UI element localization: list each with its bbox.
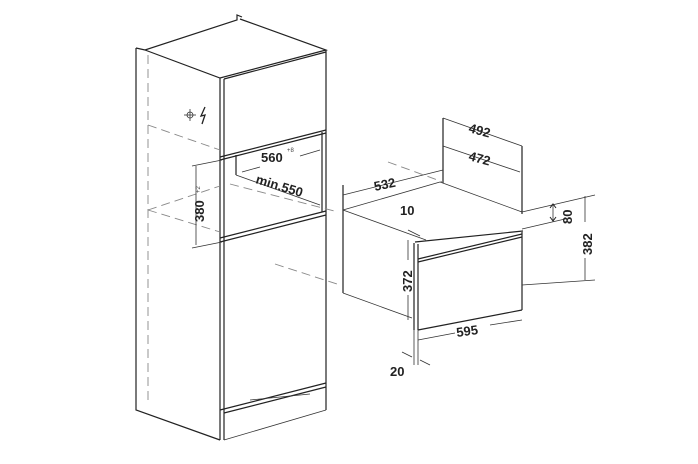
- niche-depth-label: min.550: [254, 172, 305, 201]
- niche-width-label: 560: [261, 150, 283, 165]
- height-372-label: 372: [400, 270, 415, 292]
- depth-532-label: 532: [373, 175, 397, 194]
- height-382-label: 382: [580, 233, 595, 255]
- niche-width-tolerance: +8: [287, 148, 295, 154]
- width-595-label: 595: [455, 322, 479, 340]
- height-80-label: 80: [560, 210, 575, 224]
- power-connection-icon: [184, 106, 206, 125]
- offset-10-label: 10: [400, 203, 414, 218]
- appliance: [342, 118, 524, 331]
- niche-height-tolerance: +2: [196, 185, 202, 193]
- thickness-20-label: 20: [390, 364, 404, 379]
- tall-cabinet: [135, 14, 341, 441]
- width-492-label: 492: [467, 120, 492, 140]
- width-472-label: 472: [467, 148, 492, 168]
- niche-height-label: 380: [192, 200, 207, 222]
